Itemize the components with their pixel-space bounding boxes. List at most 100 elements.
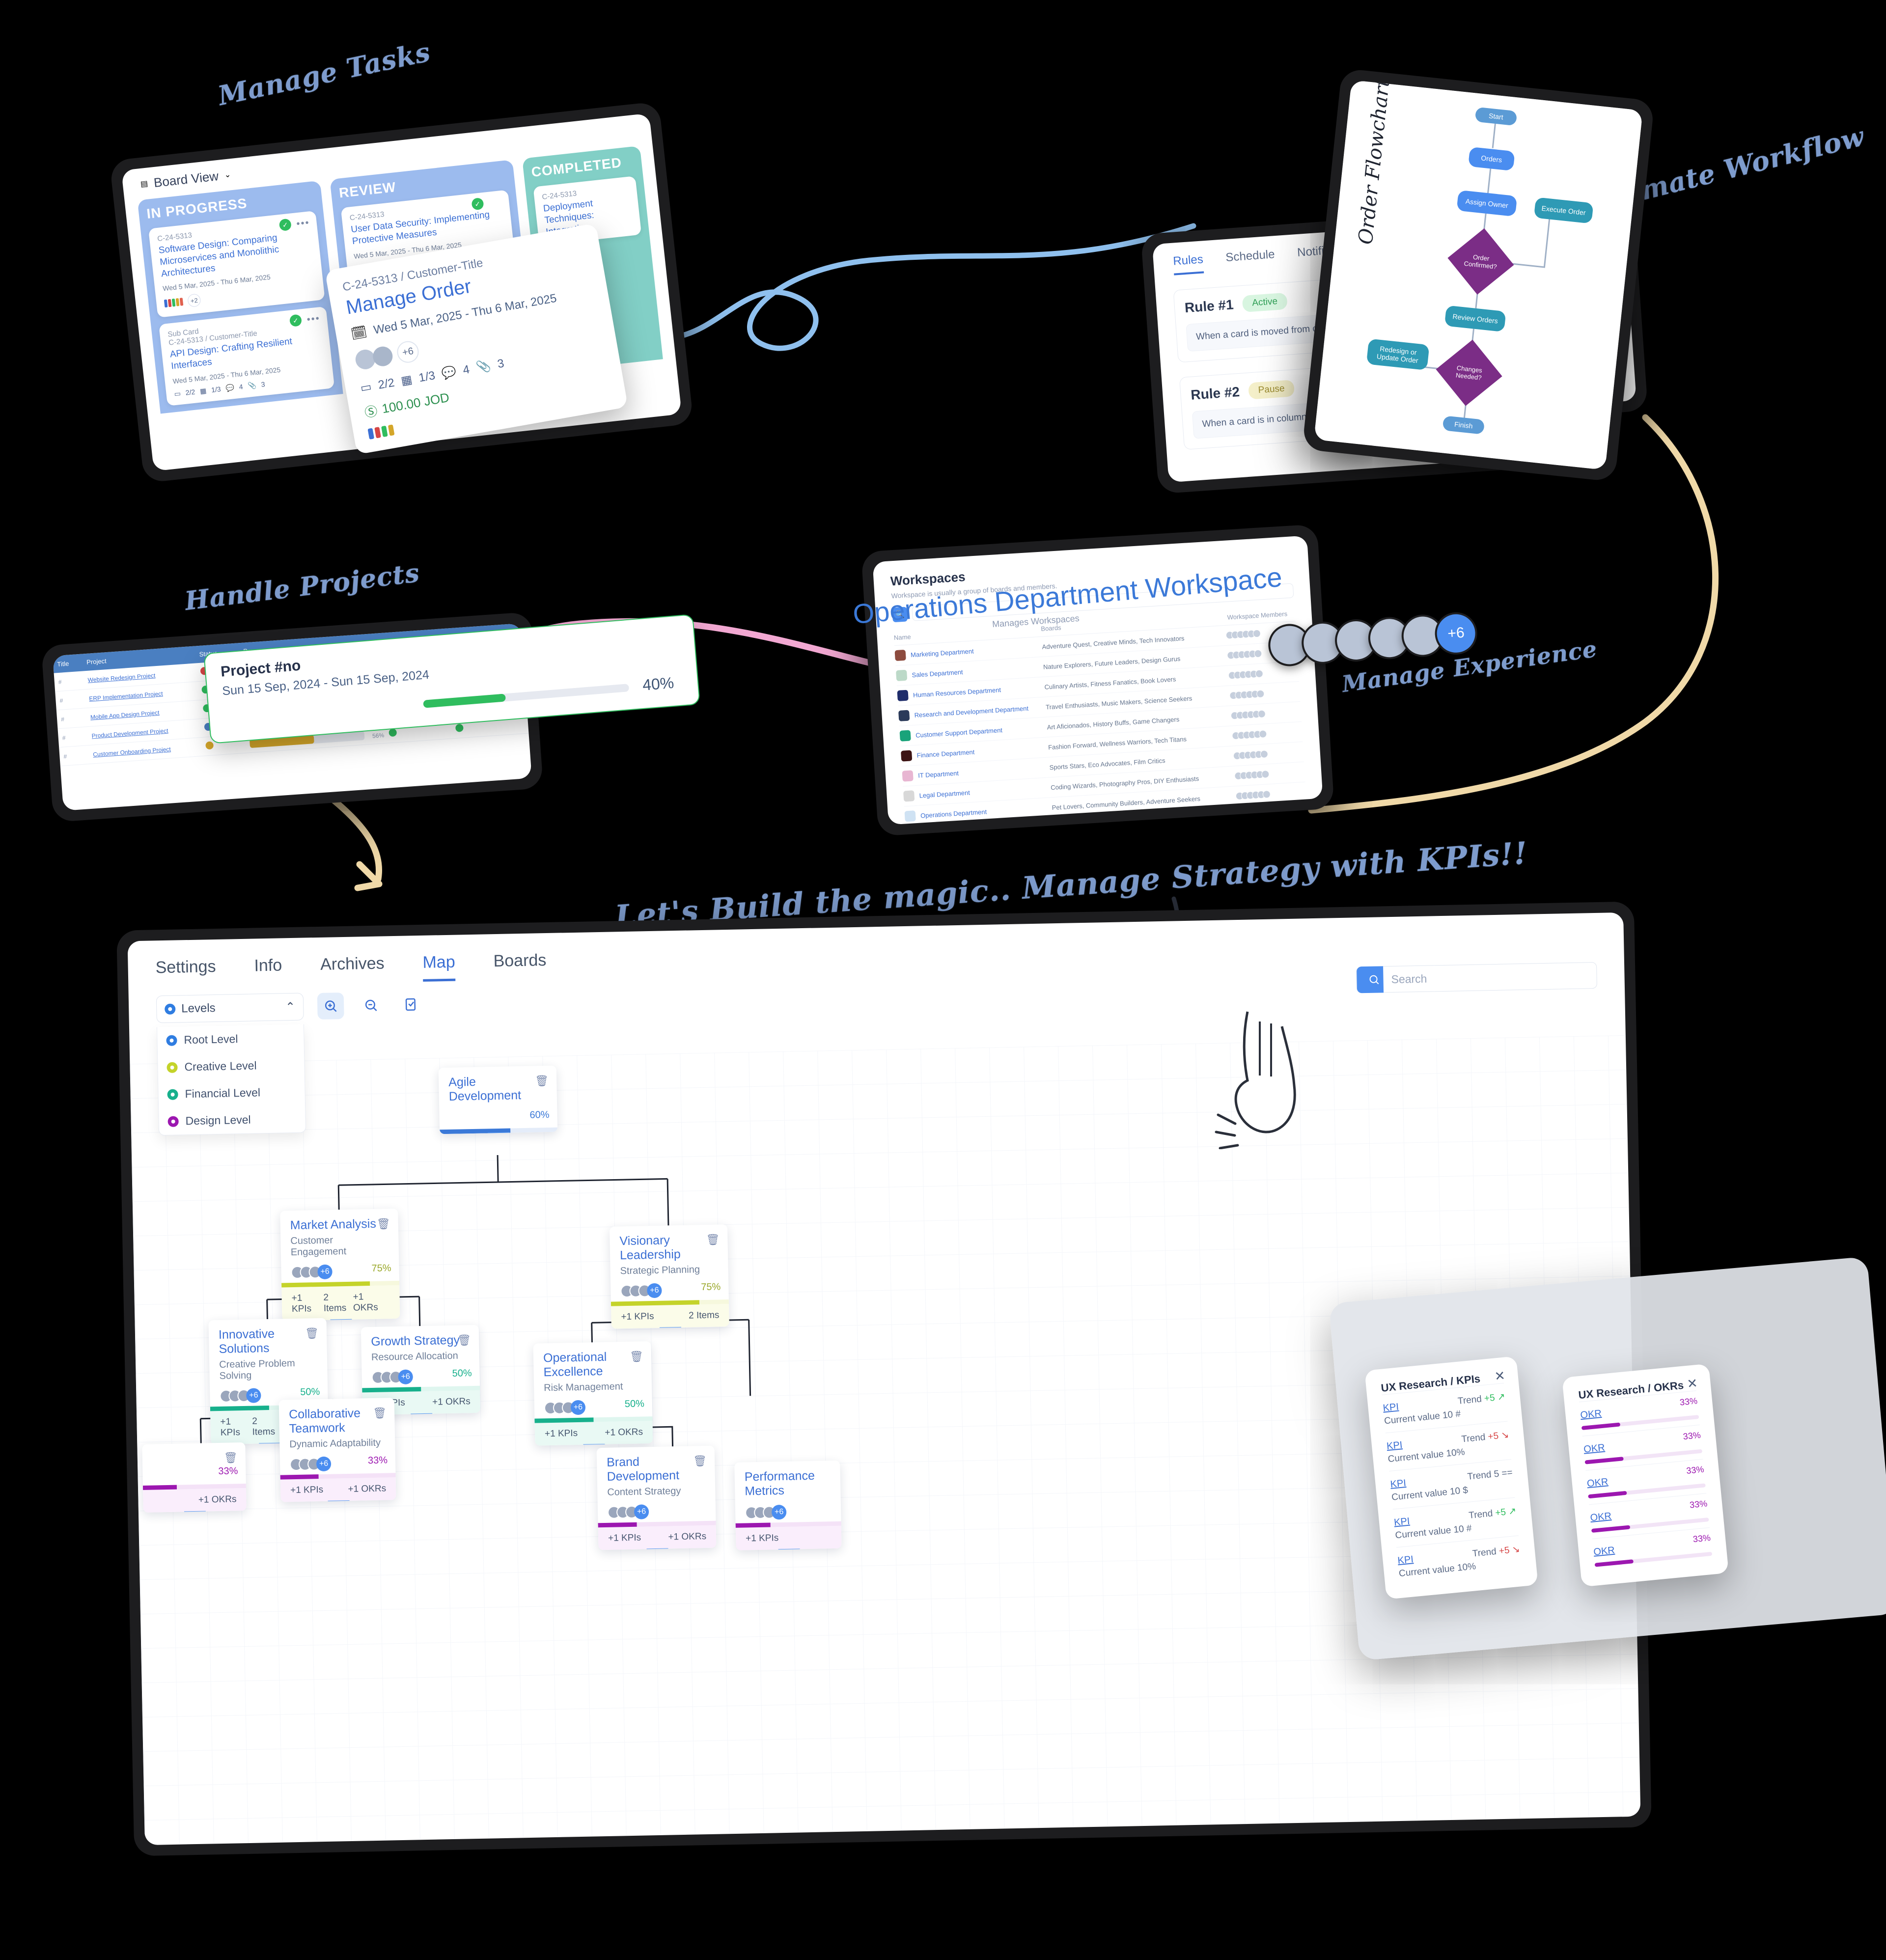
map-screen: Settings Info Archives Map Boards Levels… (127, 912, 1641, 1846)
map-search[interactable]: Search (1356, 962, 1598, 994)
node-kpis[interactable]: +1 KPIs (220, 1416, 241, 1438)
levels-dropdown[interactable]: Levels ⌃ (156, 993, 304, 1023)
delete-icon[interactable]: 🗑 (706, 1233, 720, 1246)
delete-icon[interactable]: 🗑 (305, 1327, 319, 1340)
kpi-link[interactable]: KPI (1397, 1554, 1414, 1567)
map-canvas[interactable]: Agile Development 🗑 60% + Market Analysi… (130, 1035, 1641, 1846)
status-badge: Active (1242, 292, 1288, 313)
map-node-market-analysis[interactable]: Market Analysis Customer Engagement 🗑 +6… (280, 1208, 400, 1321)
delete-icon[interactable]: 🗑 (457, 1334, 472, 1347)
chevron-up-icon[interactable]: ⌃ (285, 1000, 296, 1014)
delete-icon[interactable]: 🗑 (535, 1074, 549, 1087)
node-kpis[interactable]: +1 KPIs (745, 1533, 779, 1544)
map-node-visionary-leadership[interactable]: Visionary Leadership Strategic Planning … (609, 1224, 729, 1329)
node-items[interactable]: 2 Items (323, 1292, 347, 1314)
level-item-creative[interactable]: Creative Level (158, 1051, 305, 1081)
workspace-name[interactable]: Operations Department (904, 802, 1053, 822)
okr-link[interactable]: OKR (1586, 1476, 1609, 1490)
map-node-agile-development[interactable]: Agile Development 🗑 60% + (438, 1065, 558, 1134)
workspaces-table: Name Boards Workspace Members Marketing … (877, 605, 1323, 825)
search-input[interactable]: Search (1391, 972, 1427, 986)
board-view-label[interactable]: Board View (153, 168, 220, 190)
okr-percent: 33% (1692, 1532, 1711, 1545)
node-items[interactable]: 2 Items (688, 1310, 720, 1321)
flowchart-screen: Order Flowchart Start Orders Assign Owne… (1314, 80, 1643, 470)
workspace-icon (904, 810, 916, 822)
node-items[interactable]: 2 Items (252, 1416, 276, 1437)
node-okrs[interactable]: +1 OKRs (605, 1427, 643, 1438)
kpi-link[interactable]: KPI (1386, 1439, 1403, 1452)
delete-icon[interactable]: 🗑 (223, 1451, 238, 1464)
row-index: # (62, 734, 66, 742)
level-item-design[interactable]: Design Level (159, 1105, 305, 1135)
map-node-operational-excellence[interactable]: Operational Excellence Risk Management 🗑… (533, 1341, 653, 1446)
close-icon[interactable]: ✕ (1686, 1375, 1698, 1391)
table-row[interactable]: Quality Assurance Department Cultural Cu… (906, 822, 1309, 825)
node-okrs[interactable]: +1 OKRs (353, 1292, 378, 1313)
node-kpis[interactable]: +1 KPIs (608, 1532, 641, 1544)
more-icon[interactable]: ••• (296, 217, 310, 230)
chevron-down-icon[interactable]: ⌄ (223, 170, 232, 180)
workspace-name[interactable]: Product Management Department (906, 822, 1054, 825)
node-okrs[interactable]: +1 OKRs (668, 1531, 707, 1543)
level-label: Financial Level (185, 1086, 261, 1101)
node-kpis[interactable]: +1 KPIs (621, 1311, 654, 1323)
tab-schedule[interactable]: Schedule (1225, 248, 1276, 265)
node-okrs[interactable]: +1 OKRs (348, 1483, 387, 1494)
delete-icon[interactable]: 🗑 (693, 1454, 707, 1467)
map-node-brand-development[interactable]: Brand Development Content Strategy 🗑 +6 … (596, 1445, 717, 1550)
kpi-link[interactable]: KPI (1393, 1516, 1411, 1528)
zoom-in-icon[interactable] (317, 992, 344, 1020)
flow-node-label: Order Confirmed? (1463, 253, 1498, 271)
kpi-rows: KPI Current value 10 # Trend +5 ↗ KPI Cu… (1382, 1382, 1523, 1586)
fit-to-screen-icon[interactable] (398, 991, 425, 1018)
node-okrs[interactable]: +1 OKRs (432, 1396, 471, 1408)
delete-icon[interactable]: 🗑 (629, 1350, 644, 1363)
zoom-out-icon[interactable] (358, 992, 385, 1019)
search-icon (1357, 966, 1384, 994)
level-item-root[interactable]: Root Level (157, 1024, 304, 1054)
tab-boards[interactable]: Boards (493, 951, 547, 971)
okr-link[interactable]: OKR (1593, 1545, 1615, 1558)
map-node-untitled-design[interactable]: 🗑 33% +1 OKRs + (142, 1442, 247, 1513)
tab-archives[interactable]: Archives (320, 954, 385, 974)
tab-rules[interactable]: Rules (1172, 252, 1204, 276)
map-node-performance-metrics[interactable]: Performance Metrics +6 +1 KPIs + (734, 1460, 842, 1550)
node-footer: +1 KPIs +1 OKRs (534, 1421, 653, 1446)
kpi-link[interactable]: KPI (1389, 1477, 1407, 1490)
node-kpis[interactable]: +1 KPIs (544, 1428, 578, 1439)
node-footer: +1 KPIs 2 Items +1 OKRs (281, 1285, 400, 1321)
okr-link[interactable]: OKR (1580, 1408, 1602, 1421)
node-body: Brand Development Content Strategy 🗑 +6 (597, 1446, 716, 1523)
tab-map[interactable]: Map (422, 953, 455, 982)
flow-node-label: Changes Needed? (1455, 364, 1483, 382)
more-icon[interactable]: ••• (306, 313, 321, 326)
node-okrs[interactable]: +1 OKRs (198, 1494, 237, 1505)
tab-settings[interactable]: Settings (155, 957, 216, 977)
okr-link[interactable]: OKR (1583, 1442, 1606, 1455)
col-title: Title (56, 660, 69, 668)
kpi-link[interactable]: KPI (1382, 1401, 1399, 1414)
level-label: Root Level (184, 1032, 238, 1047)
avatars-more: +6 (398, 1369, 414, 1384)
map-node-collaborative-teamwork[interactable]: Collaborative Teamwork Dynamic Adaptabil… (278, 1398, 396, 1502)
node-body: Performance Metrics +6 (734, 1461, 841, 1523)
kpi-panel: ✕ UX Research / KPIs KPI Current value 1… (1364, 1356, 1538, 1600)
strategy-map-tablet: Settings Info Archives Map Boards Levels… (116, 901, 1652, 1856)
calendar-icon: 🗓 (349, 324, 368, 342)
card-price: 100.00 JOD (381, 389, 451, 416)
close-icon[interactable]: ✕ (1494, 1368, 1506, 1384)
kanban-card[interactable]: ✓ ••• Sub Card C-24-5313 / Customer-Titl… (159, 306, 335, 406)
node-kpis[interactable]: +1 KPIs (290, 1484, 324, 1496)
node-title: Brand Development (606, 1455, 680, 1484)
levels-label: Levels (181, 1001, 216, 1016)
delete-icon[interactable]: 🗑 (376, 1217, 390, 1230)
tab-info[interactable]: Info (254, 956, 282, 975)
okr-link[interactable]: OKR (1589, 1511, 1612, 1524)
node-kpis[interactable]: +1 KPIs (291, 1293, 312, 1315)
workspace-boards: Mindful Meditators, Urban Explorers, Tec… (1053, 815, 1191, 825)
level-item-financial[interactable]: Financial Level (158, 1078, 305, 1108)
kanban-card[interactable]: ✓ ••• C-24-5313 Software Design: Compari… (148, 210, 325, 318)
delete-icon[interactable]: 🗑 (372, 1407, 387, 1419)
node-title: Collaborative Teamwork (288, 1406, 361, 1436)
